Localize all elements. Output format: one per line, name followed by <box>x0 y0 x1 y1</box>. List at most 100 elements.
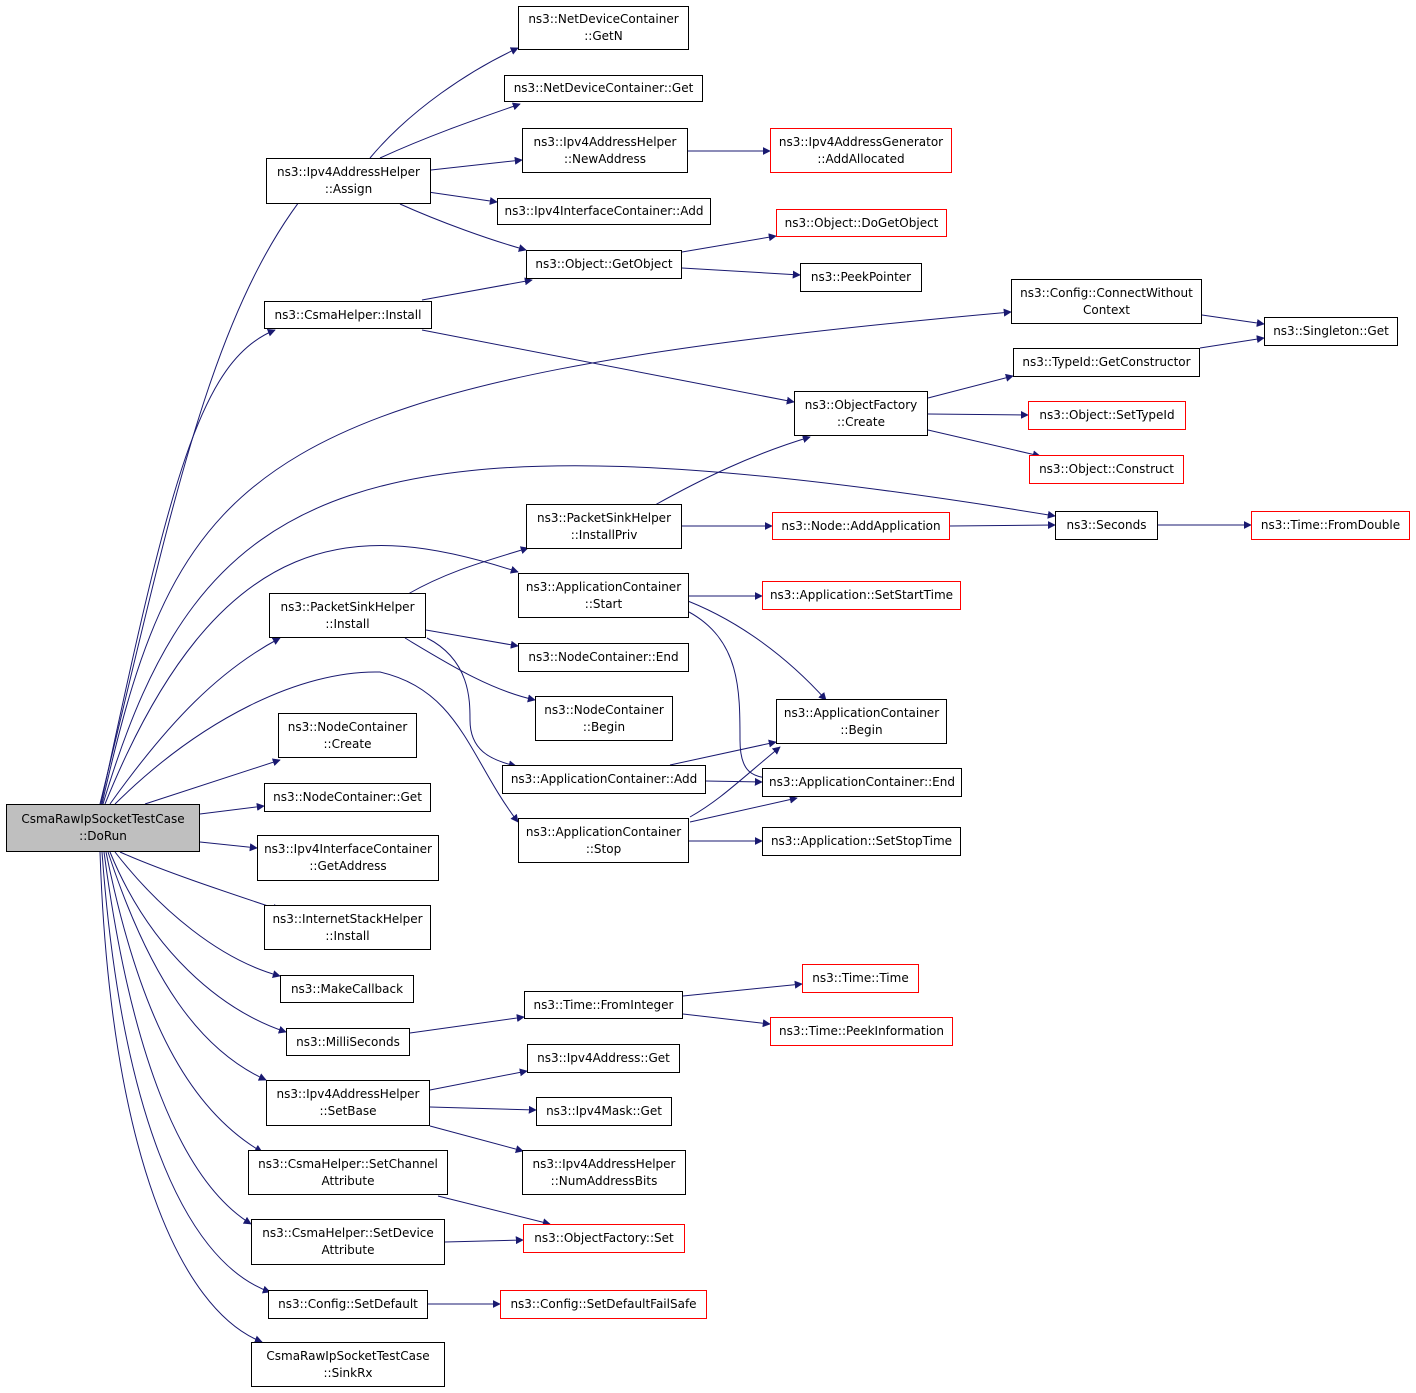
edge <box>1201 314 1265 327</box>
node-label: ::Stop <box>585 841 622 856</box>
node-label: ns3::ObjectFactory <box>804 397 918 412</box>
node-objectfactory-create[interactable]: ns3::ObjectFactory::Create <box>794 391 928 436</box>
node-ipv4addresshelper-assign[interactable]: ns3::Ipv4AddressHelper::Assign <box>266 158 431 204</box>
node-label: ns3::Config::SetDefaultFailSafe <box>510 1297 697 1311</box>
node-nodecontainer-begin[interactable]: ns3::NodeContainer::Begin <box>535 696 673 741</box>
node-netdevicecontainer-getn[interactable]: ns3::NetDeviceContainer::GetN <box>518 6 689 50</box>
node-label: ns3::Application::SetStopTime <box>770 834 953 848</box>
node-config-setdefault[interactable]: ns3::Config::SetDefault <box>268 1290 428 1319</box>
node-time-peekinformation[interactable]: ns3::Time::PeekInformation <box>770 1017 953 1046</box>
node-nodecontainer-create[interactable]: ns3::NodeContainer::Create <box>278 713 417 758</box>
edge <box>1199 335 1265 349</box>
edge <box>430 156 523 171</box>
node-label: ns3::ApplicationContainer <box>525 824 682 839</box>
node-label: ns3::Object::SetTypeId <box>1039 408 1175 422</box>
edge <box>109 637 281 805</box>
node-ipv4addresshelper-setbase[interactable]: ns3::Ipv4AddressHelper::SetBase <box>266 1080 430 1126</box>
node-netdevicecontainer-get[interactable]: ns3::NetDeviceContainer::Get <box>504 75 703 102</box>
node-label: ns3::Time::FromInteger <box>533 997 674 1012</box>
edge <box>927 429 1041 459</box>
edge <box>114 671 519 823</box>
node-time-frominteger[interactable]: ns3::Time::FromInteger <box>524 991 683 1019</box>
node-ipv4addresshelper-newaddress[interactable]: ns3::Ipv4AddressHelper::NewAddress <box>522 128 688 173</box>
edge <box>669 739 777 766</box>
node-label: ::SinkRx <box>323 1365 373 1380</box>
node-ipv4interfacecontainer-add[interactable]: ns3::Ipv4InterfaceContainer::Add <box>497 198 711 225</box>
node-label: ns3::CsmaHelper::SetDevice <box>262 1226 434 1240</box>
node-label: ns3::Ipv4AddressHelper <box>277 165 420 179</box>
node-singleton-get[interactable]: ns3::Singleton::Get <box>1264 317 1398 346</box>
node-packetsinkhelper-installpriv[interactable]: ns3::PacketSinkHelper::InstallPriv <box>526 504 682 549</box>
node-applicationcontainer-stop[interactable]: ns3::ApplicationContainer::Stop <box>518 818 689 863</box>
edge <box>681 233 777 253</box>
node-label: ns3::Ipv4Mask::Get <box>546 1104 662 1118</box>
node-milliseconds[interactable]: ns3::MilliSeconds <box>286 1028 410 1056</box>
node-object-dogetobject[interactable]: ns3::Object::DoGetObject <box>776 209 947 237</box>
node-makecallback[interactable]: ns3::MakeCallback <box>280 975 414 1003</box>
node-object-construct[interactable]: ns3::Object::Construct <box>1029 455 1184 484</box>
edge <box>682 1013 771 1028</box>
node-label: ns3::ObjectFactory::Set <box>534 1231 674 1245</box>
edge <box>425 629 519 649</box>
node-nodecontainer-get[interactable]: ns3::NodeContainer::Get <box>264 783 431 812</box>
node-ipv4interfacecontainer-getaddress[interactable]: ns3::Ipv4InterfaceContainer::GetAddress <box>257 835 439 881</box>
node-label: ns3::Config::SetDefault <box>278 1297 418 1311</box>
node-applicationcontainer-start[interactable]: ns3::ApplicationContainer::Start <box>518 573 689 618</box>
edge <box>409 1014 525 1034</box>
node-objectfactory-set[interactable]: ns3::ObjectFactory::Set <box>523 1224 685 1253</box>
node-node-addapplication[interactable]: ns3::Node::AddApplication <box>772 512 950 540</box>
node-ipv4addresshelper-numaddressbits[interactable]: ns3::Ipv4AddressHelper::NumAddressBits <box>522 1150 686 1195</box>
node-csmahelper-install[interactable]: ns3::CsmaHelper::Install <box>264 301 432 329</box>
node-application-setstoptime[interactable]: ns3::Application::SetStopTime <box>762 827 961 856</box>
edge <box>114 851 281 979</box>
node-object-settypeid[interactable]: ns3::Object::SetTypeId <box>1028 401 1186 430</box>
node-typeid-getconstructor[interactable]: ns3::TypeId::GetConstructor <box>1013 348 1200 377</box>
node-label: ns3::Ipv4InterfaceContainer <box>264 842 432 856</box>
node-label: ns3::PacketSinkHelper <box>536 510 671 525</box>
edge <box>104 545 519 805</box>
node-label: ns3::Time::PeekInformation <box>778 1024 945 1038</box>
node-label: ns3::ApplicationContainer <box>525 579 682 594</box>
node-label: ns3::Config::ConnectWithout <box>1020 285 1193 300</box>
node-ipv4mask-get[interactable]: ns3::Ipv4Mask::Get <box>536 1097 672 1126</box>
node-label: ns3::Application::SetStartTime <box>769 588 954 602</box>
node-applicationcontainer-add[interactable]: ns3::ApplicationContainer::Add <box>502 765 706 794</box>
node-label: ns3::NodeContainer::Get <box>273 790 422 804</box>
node-label: ::NewAddress <box>563 151 647 166</box>
node-application-setstarttime[interactable]: ns3::Application::SetStartTime <box>762 581 961 610</box>
node-label: ns3::Seconds <box>1066 518 1147 532</box>
node-object-getobject[interactable]: ns3::Object::GetObject <box>526 250 682 279</box>
node-sinkrx[interactable]: CsmaRawIpSocketTestCase::SinkRx <box>251 1342 445 1387</box>
node-label: ns3::ApplicationContainer::End <box>769 775 955 789</box>
node-label: ns3::ApplicationContainer <box>783 705 940 720</box>
edge <box>689 795 798 823</box>
node-label: ::Begin <box>582 719 626 734</box>
edge <box>119 851 281 912</box>
node-nodecontainer-end[interactable]: ns3::NodeContainer::End <box>518 643 689 672</box>
edge <box>199 802 265 815</box>
node-label: ns3::PacketSinkHelper <box>280 599 415 614</box>
edge <box>426 637 517 769</box>
node-ipv4addressgenerator-addallocated[interactable]: ns3::Ipv4AddressGenerator::AddAllocated <box>770 128 952 173</box>
node-packetsinkhelper-install[interactable]: ns3::PacketSinkHelper::Install <box>269 593 426 638</box>
node-label: ns3::Time::Time <box>812 971 909 985</box>
node-label: ns3::PeekPointer <box>810 270 912 284</box>
node-label: ns3::Ipv4AddressHelper <box>533 134 677 149</box>
node-peekpointer[interactable]: ns3::PeekPointer <box>800 263 922 292</box>
node-ipv4address-get[interactable]: ns3::Ipv4Address::Get <box>527 1044 680 1073</box>
edge <box>101 308 1012 805</box>
node-label: ns3::Ipv4AddressHelper <box>532 1156 676 1171</box>
node-label: CsmaRawIpSocketTestCase <box>21 812 185 826</box>
node-internetstackhelper-install[interactable]: ns3::InternetStackHelper::Install <box>264 905 431 950</box>
node-applicationcontainer-begin[interactable]: ns3::ApplicationContainer::Begin <box>776 699 947 744</box>
node-time-time[interactable]: ns3::Time::Time <box>802 964 919 993</box>
node-applicationcontainer-end[interactable]: ns3::ApplicationContainer::End <box>762 768 962 797</box>
node-seconds[interactable]: ns3::Seconds <box>1055 511 1158 540</box>
node-label: ns3::Object::Construct <box>1039 462 1174 476</box>
node-config-setdefaultfailsafe[interactable]: ns3::Config::SetDefaultFailSafe <box>500 1290 707 1319</box>
node-time-fromdouble[interactable]: ns3::Time::FromDouble <box>1251 511 1410 540</box>
